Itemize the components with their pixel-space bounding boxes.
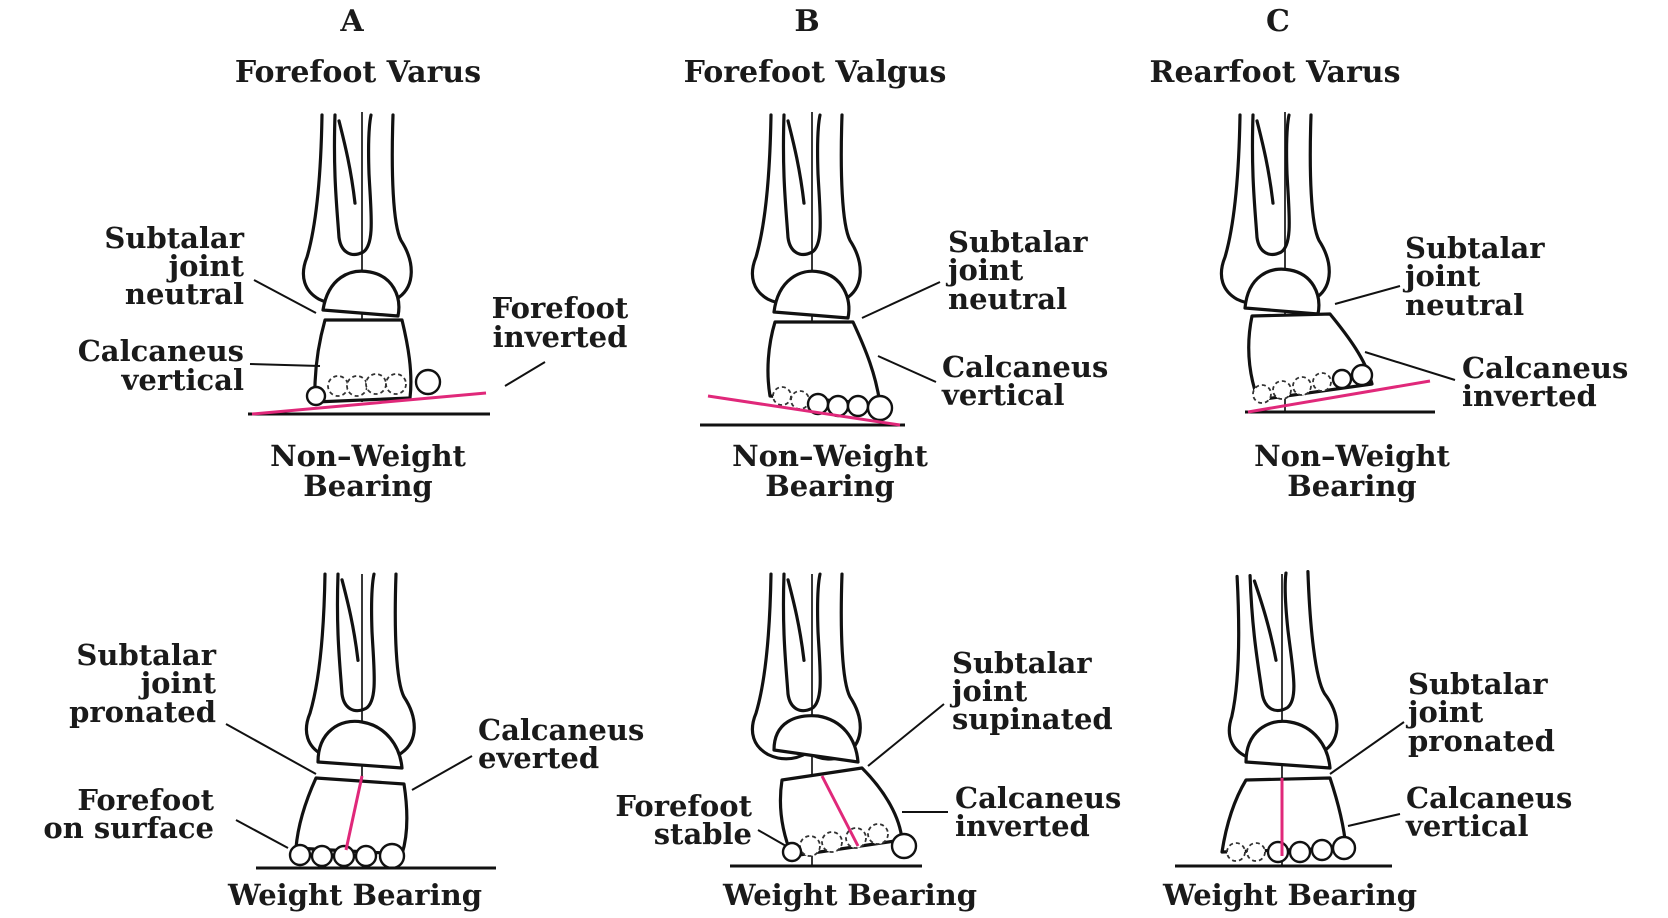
talus <box>1246 721 1330 768</box>
label-subtalar-line3: pronated <box>69 695 216 729</box>
talus <box>323 271 399 316</box>
panel-c-top: Subtalar joint neutral Calcaneus inverte… <box>1221 112 1628 503</box>
caption-line2: Bearing <box>765 469 894 503</box>
panel-b-bottom: Subtalar joint supinated Calcaneus inver… <box>615 574 1121 912</box>
caption-line1: Non–Weight <box>1254 439 1450 473</box>
talus <box>774 271 849 318</box>
column-b-letter: B <box>794 4 819 39</box>
column-c-letter: C <box>1266 4 1290 39</box>
label-subtalar-line3: neutral <box>125 277 244 311</box>
label-calcaneus-line2: vertical <box>1405 809 1528 843</box>
caption-line2: Bearing <box>303 469 432 503</box>
label-forefoot-line2: on surface <box>43 811 214 845</box>
column-a-title: Forefoot Varus <box>235 55 481 90</box>
label-subtalar-line3: supinated <box>952 702 1113 736</box>
caption-line2: Bearing <box>1287 469 1416 503</box>
caption-line1: Non–Weight <box>732 439 928 473</box>
caption: Weight Bearing <box>227 878 482 912</box>
panel-b-top: Subtalar joint neutral Calcaneus vertica… <box>700 112 1108 503</box>
panel-a-top: Subtalar joint neutral Calcaneus vertica… <box>78 112 629 503</box>
label-forefoot-line2: inverted <box>493 320 628 354</box>
column-a-letter: A <box>339 4 364 39</box>
label-calcaneus-line2: everted <box>478 741 599 775</box>
column-c-title: Rearfoot Varus <box>1150 55 1401 90</box>
panel-a-bottom: Subtalar joint pronated Forefoot on surf… <box>43 574 644 912</box>
caption: Weight Bearing <box>1162 878 1417 912</box>
label-subtalar-line3: neutral <box>948 282 1067 316</box>
panel-c-bottom: Subtalar joint pronated Calcaneus vertic… <box>1162 570 1572 912</box>
label-forefoot-line2: stable <box>654 817 752 851</box>
talus <box>774 716 858 762</box>
column-b-title: Forefoot Valgus <box>684 55 947 90</box>
caption: Weight Bearing <box>722 878 977 912</box>
talus <box>1245 269 1319 314</box>
label-subtalar-line3: pronated <box>1408 724 1555 758</box>
label-calcaneus-line2: vertical <box>121 363 244 397</box>
label-calcaneus-line2: vertical <box>941 378 1064 412</box>
label-calcaneus-line2: inverted <box>955 809 1090 843</box>
label-calcaneus-line2: inverted <box>1462 379 1597 413</box>
caption-line1: Non–Weight <box>270 439 466 473</box>
calcaneus <box>296 778 407 854</box>
talus <box>318 721 402 768</box>
label-subtalar-line3: neutral <box>1405 288 1524 322</box>
